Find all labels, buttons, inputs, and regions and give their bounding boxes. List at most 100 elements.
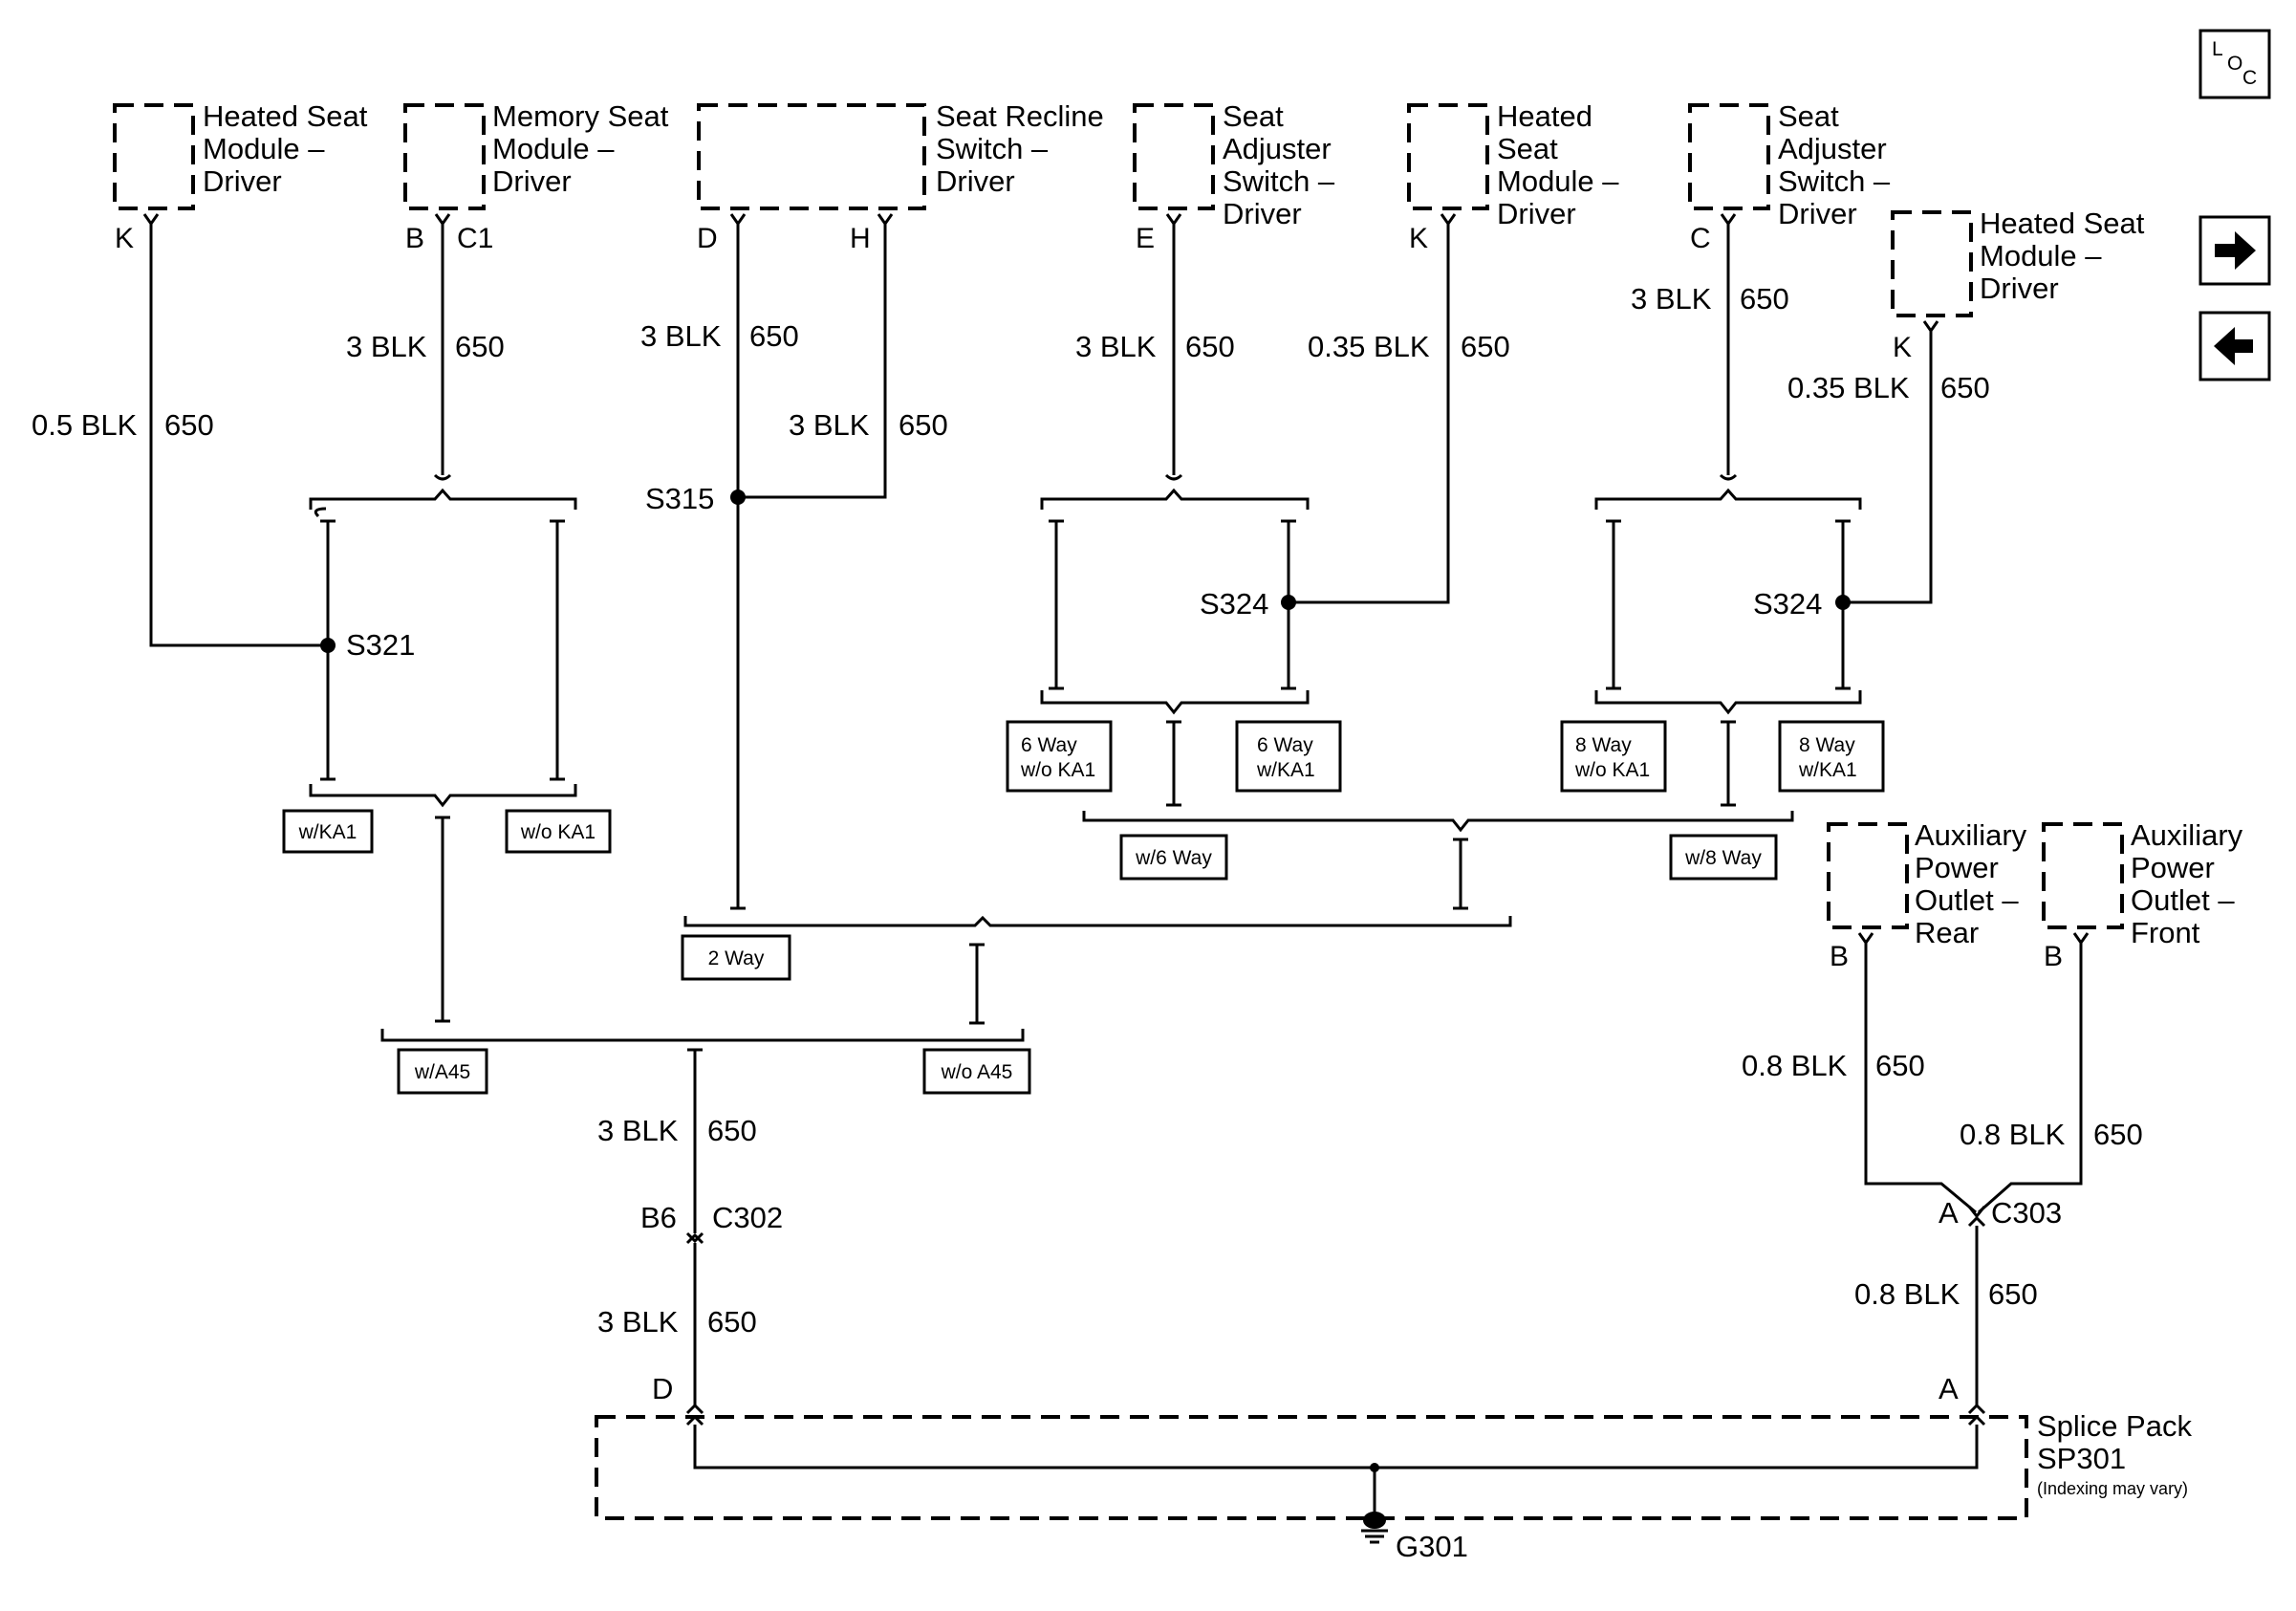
pin-label: D [652,1372,673,1405]
splice-label: S324 [1200,587,1268,620]
label-l1: Seat Recline [936,99,1104,133]
label-l1: Seat [1778,99,1839,133]
label-l3: Outlet – [2131,883,2235,917]
wire-aux-rear: 0.8 BLK 650 [1742,943,1977,1214]
splice-dot [320,638,336,653]
label-l4: Driver [1223,197,1302,230]
forward-button[interactable] [2199,215,2271,286]
pin-label: C [1690,223,1711,254]
option-w-a45: w/A45 [397,1048,488,1095]
connector-pin: A [1939,1196,1959,1230]
label-l4: Rear [1915,916,1979,949]
splice-dot [1835,595,1851,610]
option-label: w/A45 [414,1061,470,1083]
option-label: 2 Way [708,947,765,969]
connector-name: C303 [1991,1196,2062,1230]
option-label: w/6 Way [1135,847,1212,869]
ka1-option-group: S321 [309,488,577,808]
option-label: w/KA1 [298,821,357,843]
label-l3: Driver [492,164,572,198]
wire-circuit: 650 [1461,330,1510,363]
wire-c303-to-splice: 0.8 BLK 650 [1854,1226,2038,1426]
pin-label: E [1136,223,1155,254]
pin-label: B [405,223,424,254]
arrow-left-icon [2214,327,2253,365]
pin-label: H [850,223,871,254]
connector-c302: B6 C302 [640,1201,783,1245]
splice-dot [730,490,746,505]
wire-memory-seat: 3 BLK 650 [346,224,505,481]
wire-heated-seat-3: 0.35 BLK 650 [1787,331,1990,604]
wire-circuit: 650 [749,319,799,353]
wire-circuit: 650 [1940,371,1990,404]
splice-dot [1281,595,1296,610]
wire-circuit: 650 [1988,1277,2038,1311]
wire-gauge: 0.5 BLK [32,408,138,442]
eight-way-group: S324 [1594,488,1862,715]
ground-icon [1363,1512,1386,1529]
label-l2: Module – [492,132,615,165]
wire-gauge: 0.8 BLK [1742,1049,1848,1082]
wire-circuit: 650 [707,1305,757,1339]
a45-bus [380,1029,1025,1052]
wire-gauge: 3 BLK [1631,282,1712,316]
wire-circuit: 650 [1875,1049,1925,1082]
two-way-bus [683,915,1512,927]
label-l4: Front [2131,916,2200,949]
label-l4: Driver [1497,197,1576,230]
option-wo-ka1: w/o KA1 [505,809,612,854]
back-button[interactable] [2199,311,2271,381]
memory-seat-module: Memory Seat Module – Driver B C1 [403,99,669,254]
loc-o: O [2227,53,2242,75]
wire-main-trunk: 3 BLK 650 [597,1050,757,1233]
label-l2: Power [2131,851,2215,884]
label-l2: SP301 [2037,1442,2126,1475]
wire-circuit: 650 [707,1114,757,1147]
wire-circuit: 650 [1185,330,1235,363]
connector-name: C302 [712,1201,783,1234]
wire-gauge: 3 BLK [346,330,427,363]
option-6-way-w-ka1: 6 Way w/KA1 [1235,720,1342,793]
option-label: w/o KA1 [1574,759,1650,781]
option-label: 6 Way [1021,734,1077,756]
splice-pack-sp301: D A Splice Pack SP301 (Indexing may vary… [595,1372,2192,1520]
wire-heated-seat-1: 0.5 BLK 650 [32,224,328,647]
loc-icon: L O C [2212,38,2257,89]
seat-recline-switch: Seat Recline Switch – Driver D H [697,99,1104,254]
wire-gauge: 3 BLK [789,408,870,442]
label-l3: Outlet – [1915,883,2019,917]
wire-heated-seat-2: 0.35 BLK 650 [1289,224,1510,604]
label-l1: Heated Seat [1980,207,2145,240]
label-l3: Switch – [1223,164,1335,198]
loc-l: L [2212,38,2223,60]
wire-circuit: 650 [899,408,948,442]
ground-g301: G301 [1361,1512,1468,1563]
wire-gauge: 0.35 BLK [1787,371,1910,404]
label-l3: Driver [203,164,282,198]
label-l1: Heated [1497,99,1592,133]
connector-c303: A C303 [1939,1196,2062,1230]
wire-gauge: 0.8 BLK [1960,1118,2066,1151]
heated-seat-module-2: Heated Seat Module – Driver K [1407,99,1619,254]
wire-aux-front: 0.8 BLK 650 [1960,943,2143,1214]
wire-gauge: 0.8 BLK [1854,1277,1960,1311]
label-l2: Adjuster [1778,132,1887,165]
wire-circuit: 650 [455,330,505,363]
option-label: w/KA1 [1798,759,1857,781]
loc-c: C [2242,67,2257,89]
seat-adjuster-switch-1: Seat Adjuster Switch – Driver E [1133,99,1335,254]
pin-label: B [2044,941,2063,972]
label-l2: Power [1915,851,1999,884]
six-way-group: S324 [1040,488,1310,715]
option-w-8-way: w/8 Way [1669,834,1778,881]
pin-label: K [115,223,134,254]
pin-label: K [1893,332,1912,363]
option-2-way: 2 Way [681,934,791,981]
label-l1: Seat [1223,99,1284,133]
option-label: w/o KA1 [1020,759,1095,781]
loc-button[interactable]: L O C [2199,29,2271,99]
wire-c302-to-splice: 3 BLK 650 [597,1243,757,1426]
option-label: w/8 Way [1684,847,1762,869]
wire-gauge: 3 BLK [640,319,722,353]
